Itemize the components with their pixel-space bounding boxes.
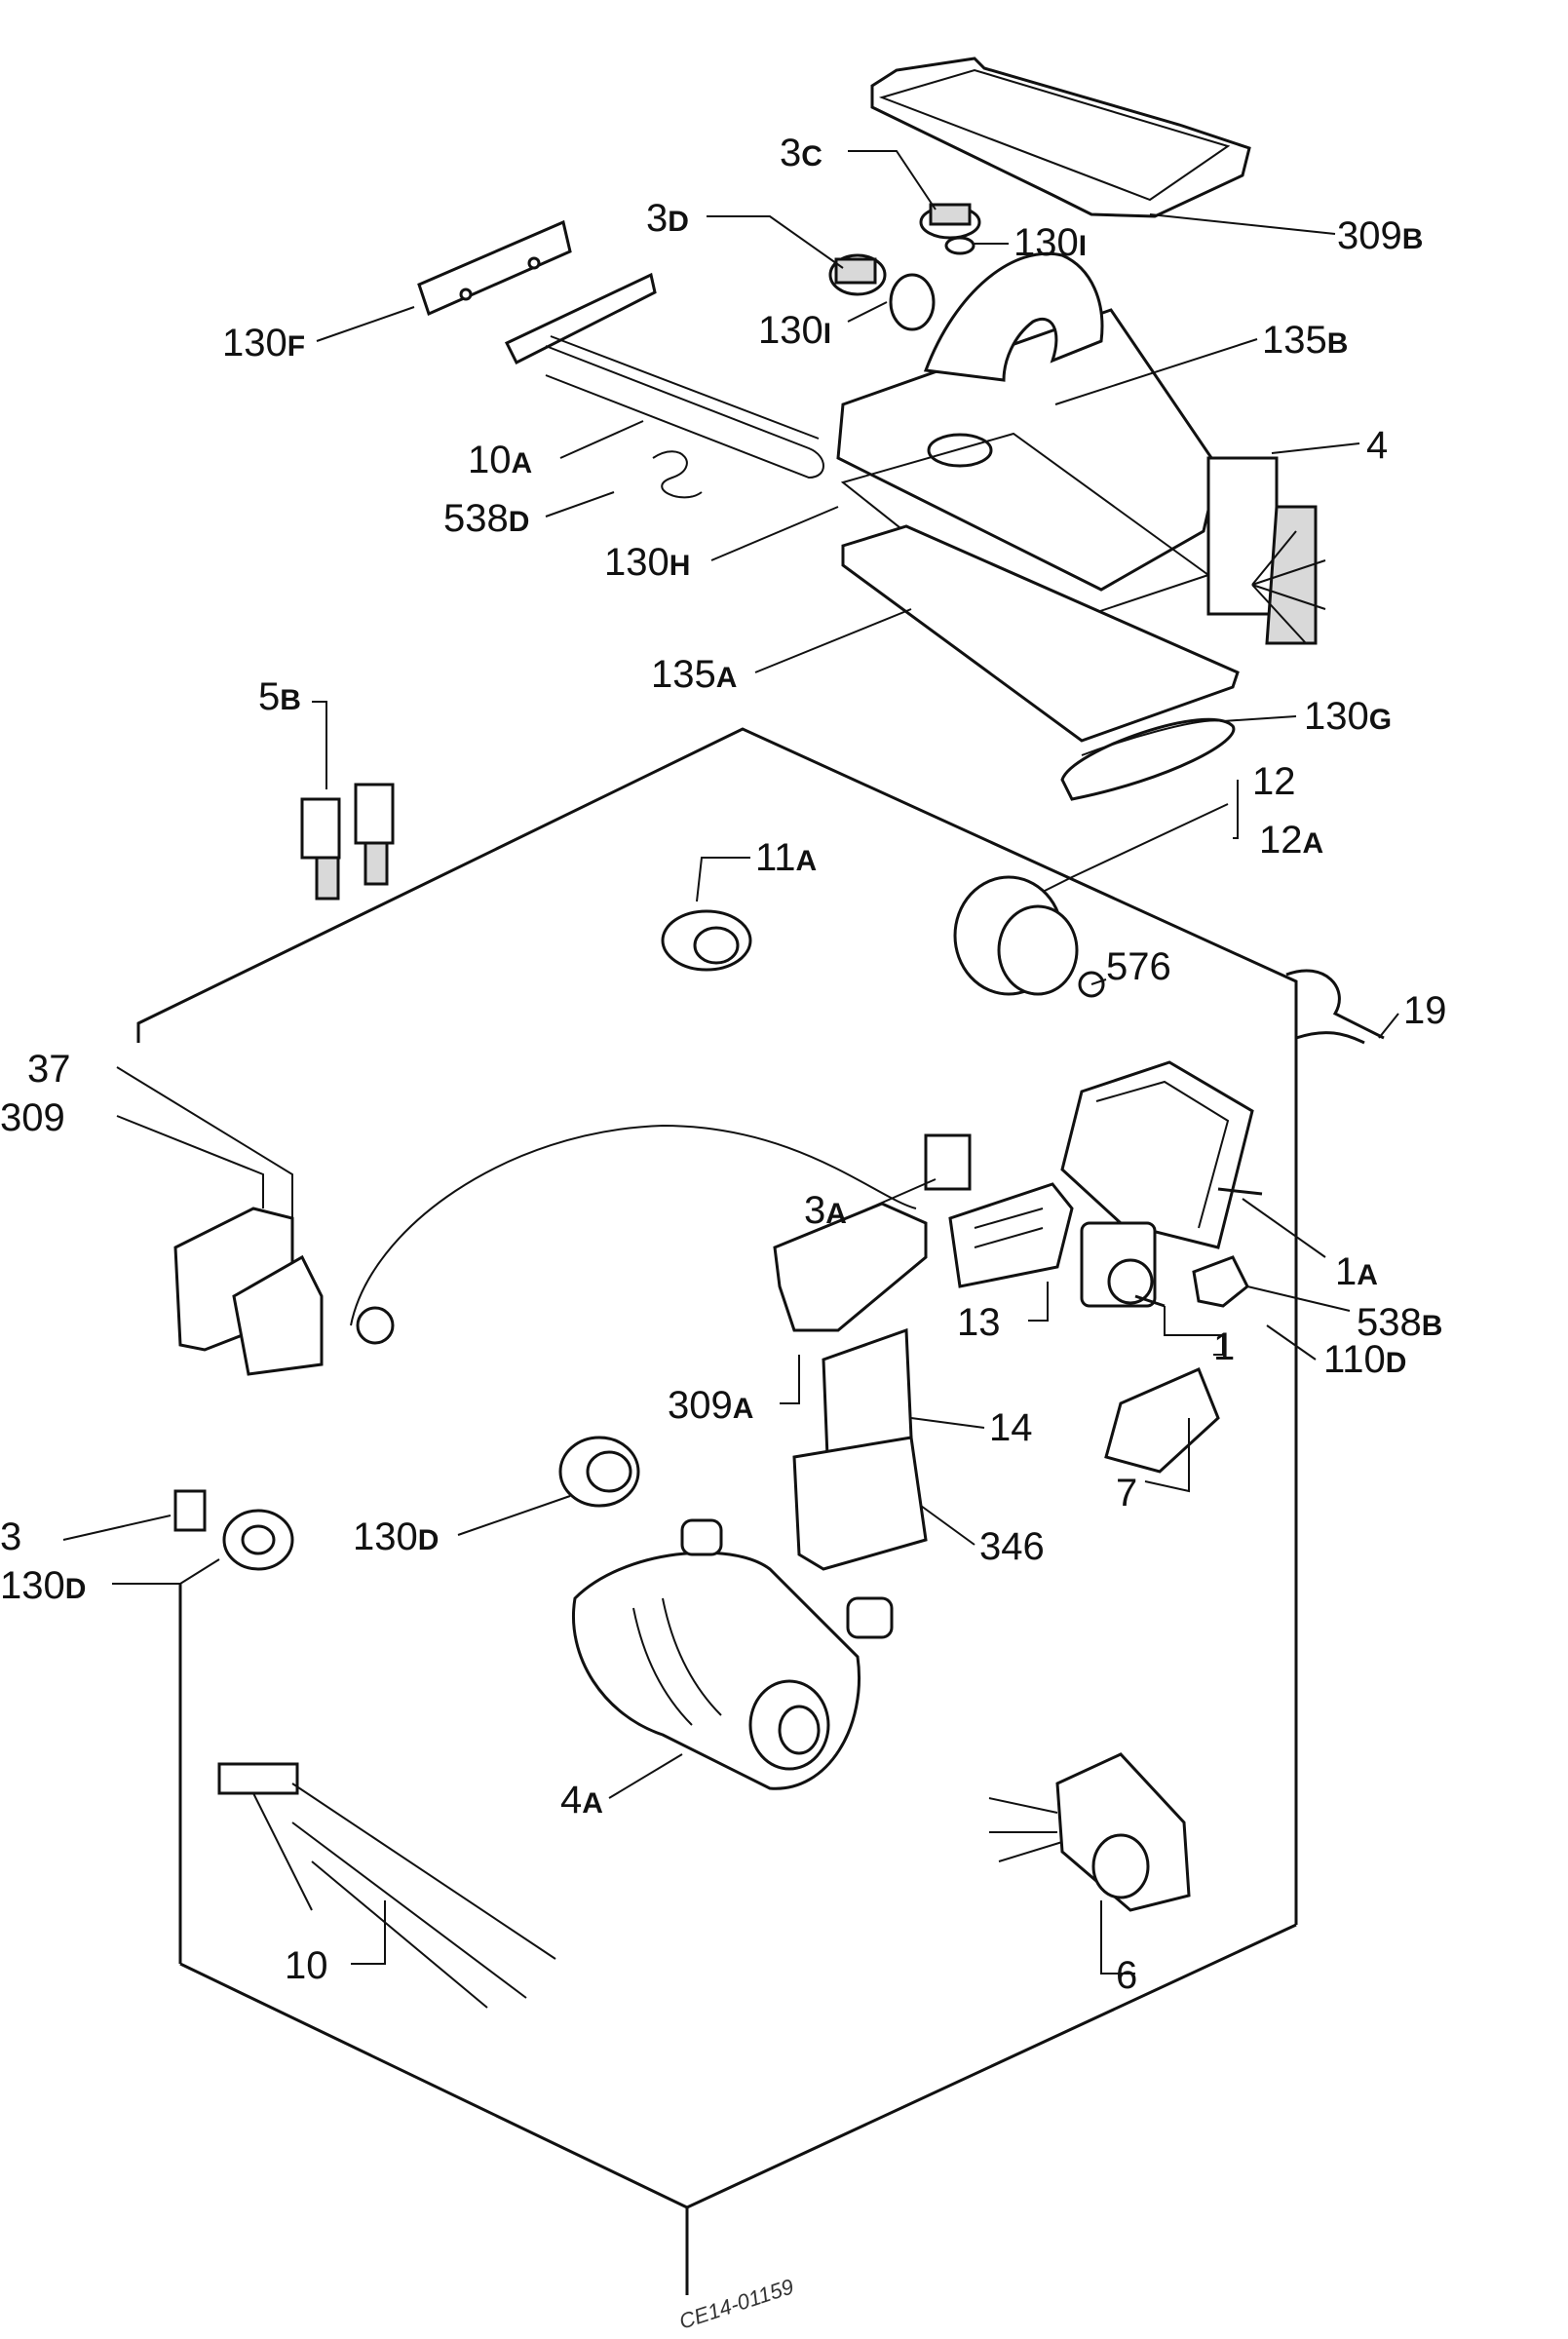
relay-7 <box>1104 1367 1220 1474</box>
hose-110d <box>1107 1010 1291 1573</box>
label-130i-a: 130I <box>1013 221 1087 264</box>
label-1a: 1A <box>1335 1250 1378 1293</box>
label-309b: 309B <box>1337 214 1423 257</box>
drain-pump-6 <box>988 1752 1191 1912</box>
pressure-switch-3a <box>350 1124 972 1345</box>
label-309: 309 <box>0 1096 65 1139</box>
thermostat-3d <box>828 253 936 331</box>
valve-5b <box>300 783 395 901</box>
label-4: 4 <box>1366 424 1388 467</box>
label-309a: 309A <box>668 1384 753 1427</box>
label-13: 13 <box>957 1301 1001 1344</box>
label-6: 6 <box>1116 1954 1137 1997</box>
bushing-130d-b <box>222 1509 294 1571</box>
gasket-538d <box>652 450 703 499</box>
label-10: 10 <box>285 1944 328 1987</box>
label-19: 19 <box>1403 989 1447 1032</box>
control-module-309 <box>173 1207 324 1376</box>
part-labels: 3C 3D 309B 130I 130I 130F 135B 4 10A 538… <box>0 132 1447 1997</box>
motor-4a <box>572 1518 894 1790</box>
label-1: 1 <box>1213 1325 1235 1368</box>
box-346 <box>792 1436 928 1571</box>
label-130d-a: 130D <box>353 1515 439 1558</box>
bushing-130d-a <box>558 1436 640 1508</box>
capacitor-11a <box>661 909 752 972</box>
gasket-130g <box>1060 717 1236 801</box>
label-14: 14 <box>989 1406 1033 1449</box>
fan-motor-4 <box>1206 456 1326 645</box>
label-12a: 12A <box>1259 819 1323 862</box>
label-7: 7 <box>1116 1472 1137 1515</box>
label-538b: 538B <box>1357 1301 1442 1344</box>
label-130g: 130G <box>1304 695 1392 738</box>
cabinet-outline <box>136 727 1298 2295</box>
air-duct-135b <box>836 251 1220 592</box>
label-110d: 110D <box>1323 1338 1406 1381</box>
lock-538b <box>1192 1255 1249 1308</box>
label-3c: 3C <box>780 132 822 174</box>
label-135a: 135A <box>651 653 737 696</box>
label-3: 3 <box>0 1515 21 1558</box>
top-lid-309b <box>870 57 1251 218</box>
cover-309a <box>773 1202 928 1332</box>
label-37: 37 <box>27 1048 71 1091</box>
label-130d-b: 130D <box>0 1564 86 1607</box>
label-3a: 3A <box>804 1189 847 1232</box>
label-3d: 3D <box>646 197 689 240</box>
label-346: 346 <box>979 1525 1045 1568</box>
selector-switch-1 <box>1080 1221 1166 1308</box>
label-5b: 5B <box>258 675 301 718</box>
label-10a: 10A <box>468 439 532 481</box>
switch-block-13 <box>948 1182 1074 1288</box>
plate-130f <box>417 219 572 317</box>
knob-12 <box>953 875 1105 998</box>
label-576: 576 <box>1106 945 1171 988</box>
label-135b: 135B <box>1262 319 1348 362</box>
label-130h: 130H <box>604 541 690 584</box>
label-130f: 130F <box>222 322 305 364</box>
leader-lines <box>62 150 1399 1975</box>
drawing-code: CE14-01159 <box>676 2274 797 2333</box>
label-538d: 538D <box>443 497 529 540</box>
duct-base-135a <box>841 524 1240 743</box>
label-11a: 11A <box>755 836 817 879</box>
heating-element-10a <box>504 272 824 479</box>
hinge-19 <box>1285 969 1385 1045</box>
thermostat-3c <box>919 203 981 255</box>
heating-element-10 <box>217 1762 556 2009</box>
label-130i-b: 130I <box>758 309 831 352</box>
label-12: 12 <box>1252 760 1296 803</box>
timer-1a <box>1060 1060 1263 1249</box>
label-4a: 4A <box>560 1779 603 1821</box>
thermostat-3 <box>173 1489 207 1532</box>
